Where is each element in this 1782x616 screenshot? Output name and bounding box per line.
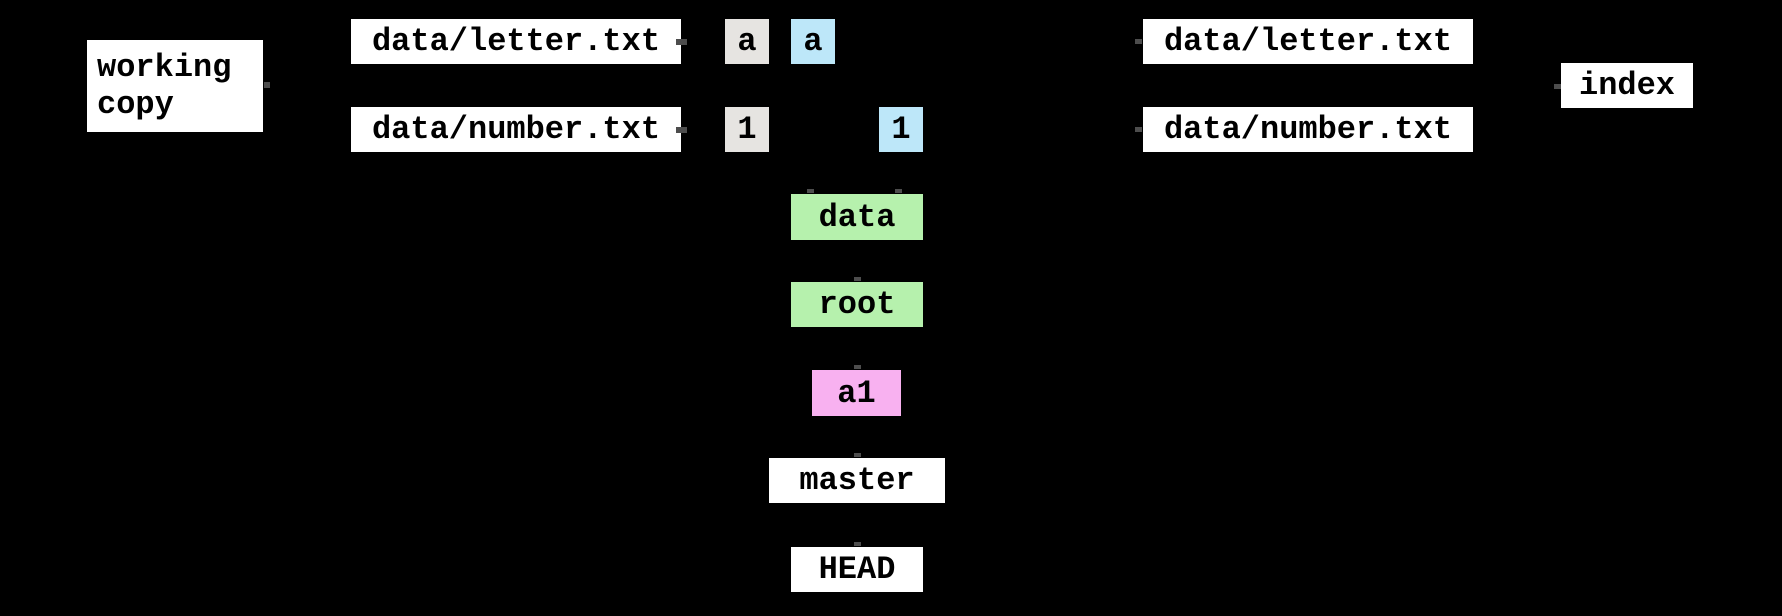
tree-data-box: data bbox=[791, 194, 923, 240]
working-copy-label-line1: working bbox=[97, 49, 232, 86]
connector-mark-tree-data-left bbox=[807, 189, 814, 193]
connector-mark-number-right bbox=[1135, 127, 1142, 132]
connector-mark-working-copy bbox=[264, 82, 270, 88]
blob-letter-box: a bbox=[791, 19, 835, 64]
blob-number-box: 1 bbox=[879, 107, 923, 152]
connector-mark-tree-data-right bbox=[895, 189, 902, 193]
index-file-number-box: data/number.txt bbox=[1143, 107, 1473, 152]
connector-mark-commit-a1 bbox=[854, 365, 861, 369]
connector-mark-letter-left bbox=[676, 39, 687, 45]
commit-a1-box: a1 bbox=[812, 370, 901, 416]
tree-root-box: root bbox=[791, 282, 923, 327]
index-box: index bbox=[1561, 63, 1693, 108]
working-copy-file-number-box: data/number.txt bbox=[351, 107, 681, 152]
index-file-letter-box: data/letter.txt bbox=[1143, 19, 1473, 64]
connector-mark-letter-right bbox=[1135, 39, 1142, 44]
head-box: HEAD bbox=[791, 547, 923, 592]
connector-mark-head bbox=[854, 542, 861, 546]
connector-mark-tree-root bbox=[854, 277, 861, 281]
working-copy-number-value-box: 1 bbox=[725, 107, 769, 152]
connector-mark-number-left bbox=[676, 127, 687, 133]
working-copy-label-line2: copy bbox=[97, 86, 174, 123]
connector-mark-index bbox=[1554, 84, 1561, 89]
branch-master-box: master bbox=[769, 458, 945, 503]
working-copy-file-letter-box: data/letter.txt bbox=[351, 19, 681, 64]
working-copy-letter-value-box: a bbox=[725, 19, 769, 64]
working-copy-box: working copy bbox=[87, 40, 263, 132]
connector-mark-master bbox=[854, 453, 861, 457]
